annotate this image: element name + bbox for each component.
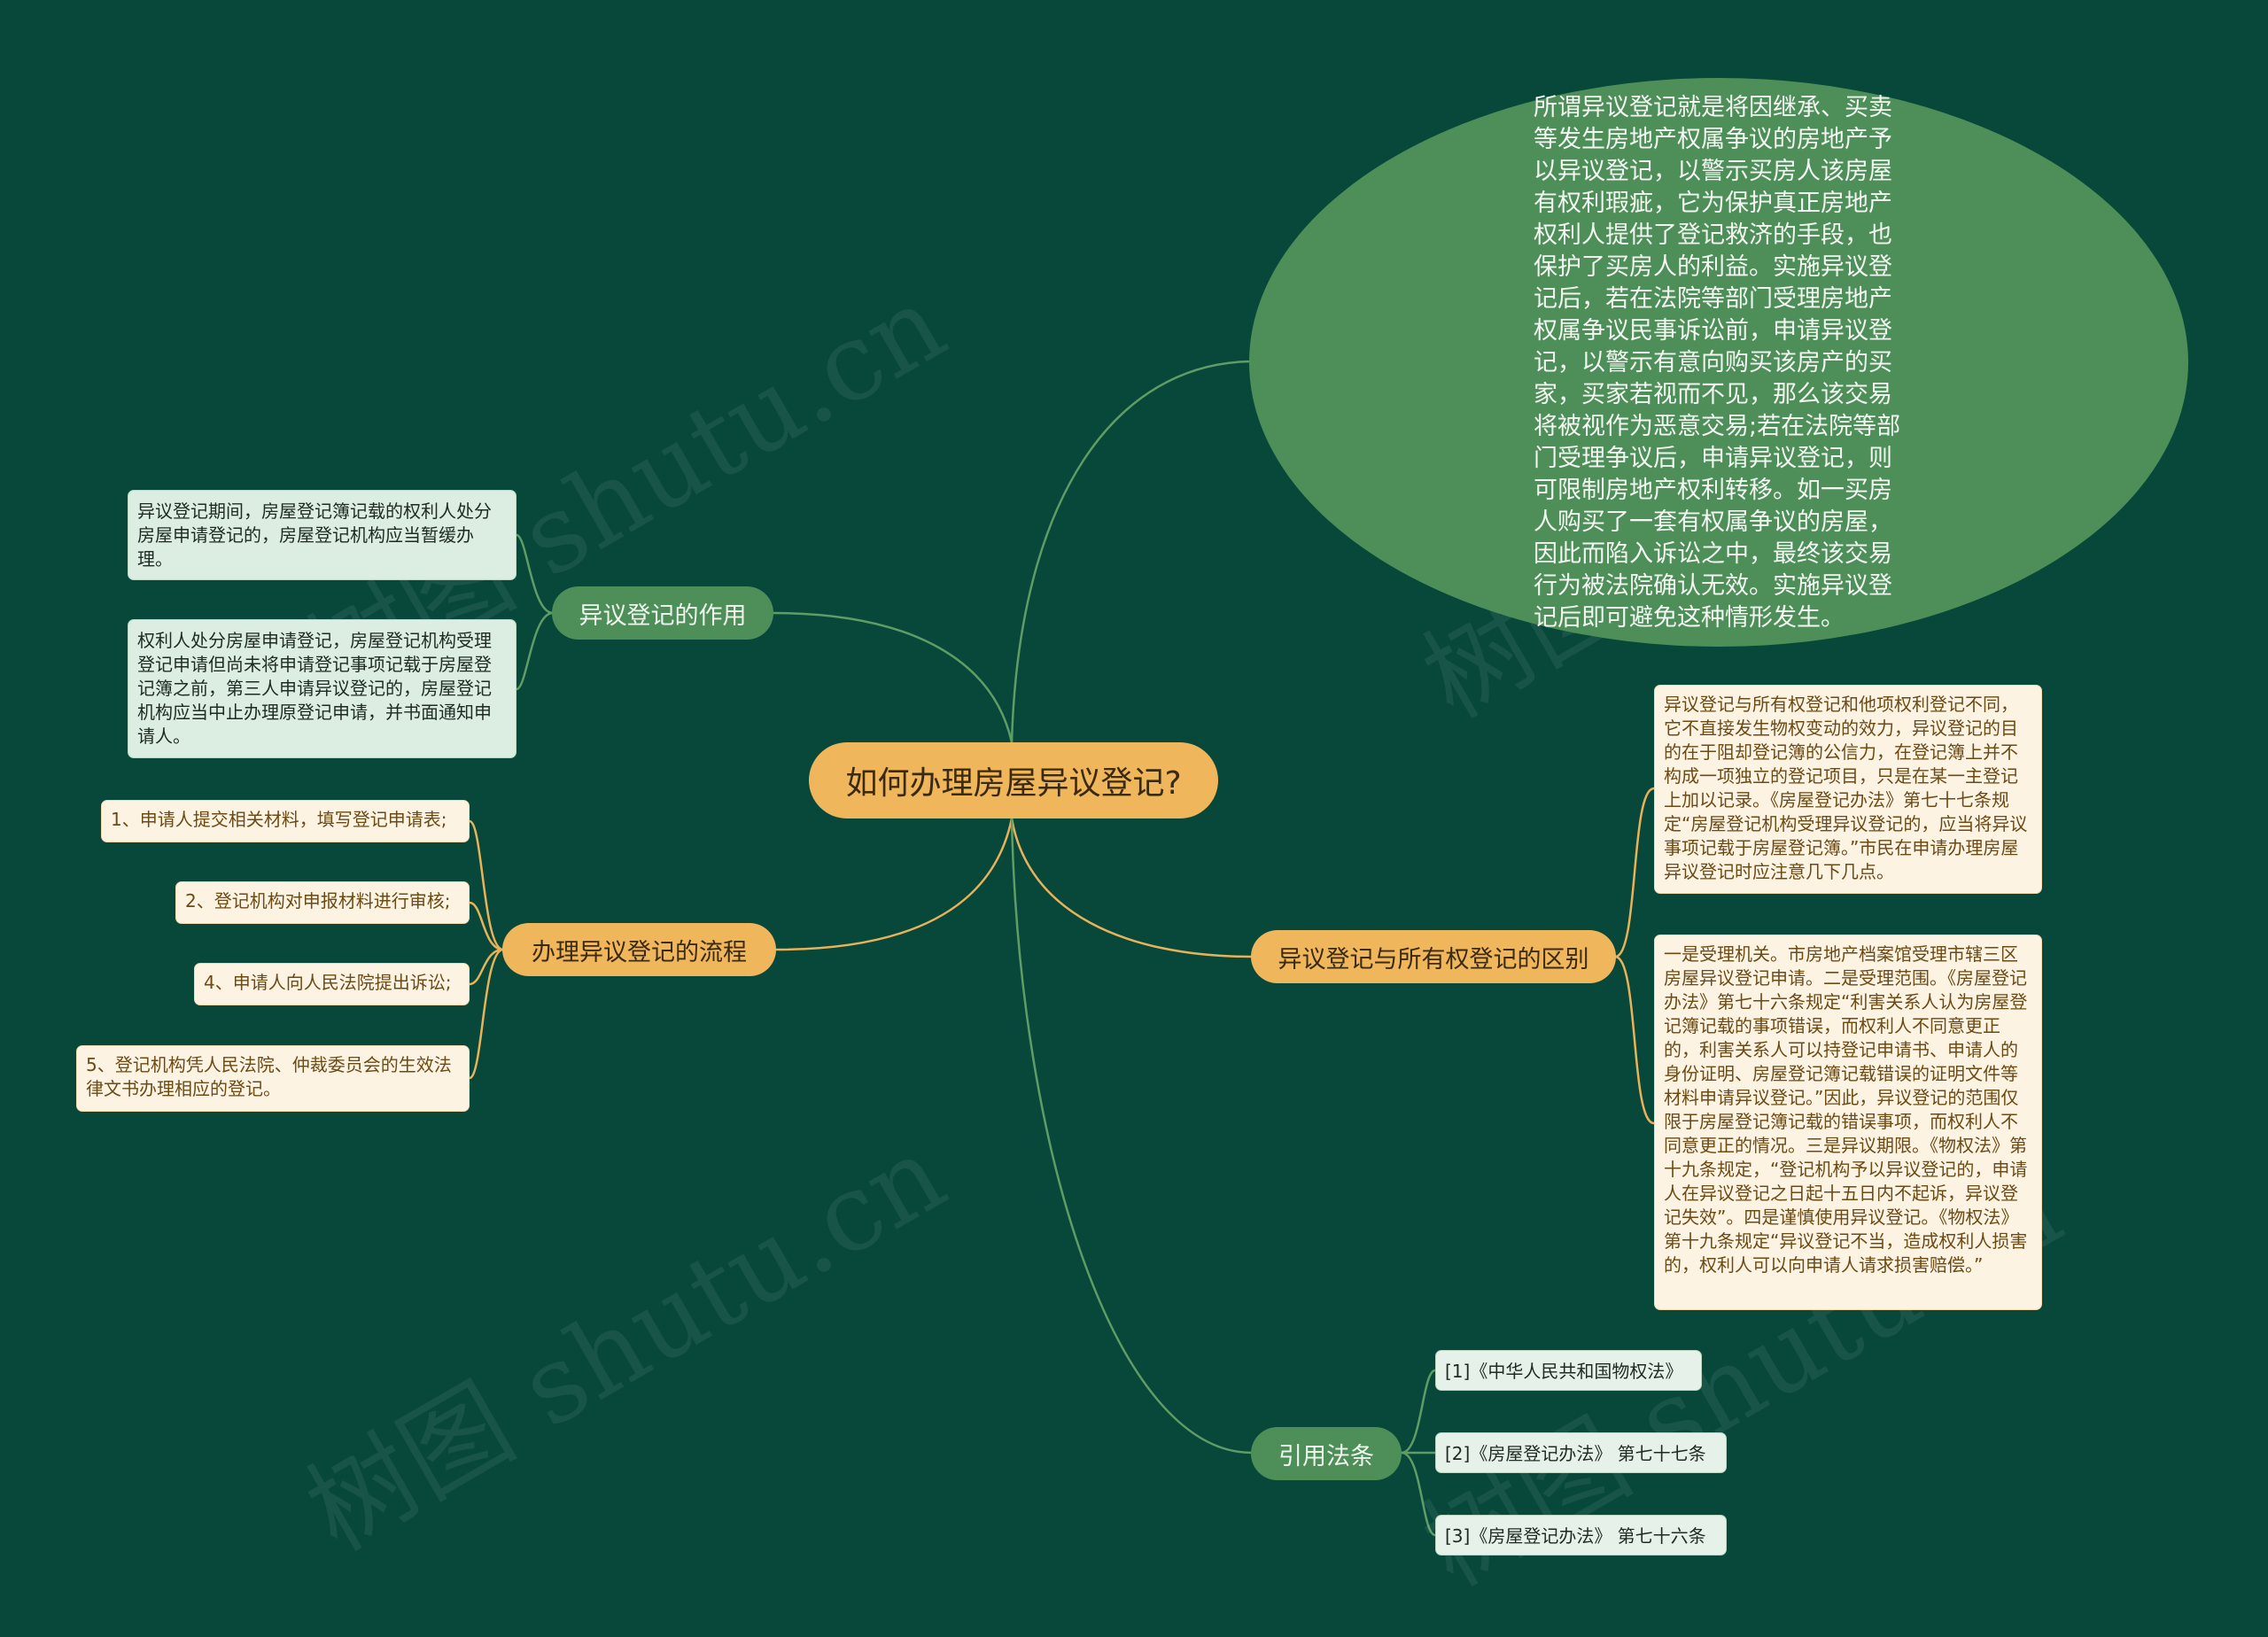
link-role-item2 [516, 611, 554, 691]
link-difference-item2 [1614, 955, 1655, 1125]
difference-item-2[interactable]: 一是受理机关。市房地产档案馆受理市辖三区房屋异议登记申请。二是受理范围。《房屋登… [1654, 935, 2042, 1310]
link-process-item3 [469, 948, 504, 986]
link-root-process [775, 818, 1014, 951]
branch-laws[interactable]: 引用法条 [1251, 1427, 1402, 1480]
branch-role[interactable]: 异议登记的作用 [552, 586, 773, 640]
link-laws-item3 [1401, 1451, 1436, 1537]
link-process-item4 [469, 948, 504, 1080]
branch-process[interactable]: 办理异议登记的流程 [502, 923, 776, 976]
law-item-1[interactable]: [1]《中华人民共和国物权法》 [1435, 1350, 1702, 1391]
process-item-1[interactable]: 1、申请人提交相关材料，填写登记申请表; [101, 800, 470, 842]
link-root-laws [1010, 818, 1253, 1455]
root-topic[interactable]: 如何办理房屋异议登记? [809, 742, 1218, 818]
law-item-3[interactable]: [3]《房屋登记办法》 第七十六条 [1435, 1515, 1727, 1556]
process-item-2[interactable]: 2、登记机构对申报材料进行审核; [175, 881, 470, 924]
process-item-3[interactable]: 4、申请人向人民法院提出诉讼; [194, 963, 470, 1005]
link-root-difference [1010, 818, 1253, 958]
link-root-definition [1010, 360, 1252, 743]
link-process-item2 [469, 901, 504, 951]
difference-item-1[interactable]: 异议登记与所有权登记和他项权利登记不同，它不直接发生物权变动的效力，异议登记的目… [1654, 685, 2042, 894]
branch-difference[interactable]: 异议登记与所有权登记的区别 [1251, 930, 1616, 983]
link-role-item1 [516, 533, 554, 615]
law-item-2[interactable]: [2]《房屋登记办法》 第七十七条 [1435, 1432, 1727, 1473]
role-item-1[interactable]: 异议登记期间，房屋登记簿记载的权利人处分房屋申请登记的，房屋登记机构应当暂缓办理… [128, 490, 517, 580]
role-item-2[interactable]: 权利人处分房屋申请登记，房屋登记机构受理登记申请但尚未将申请登记事项记载于房屋登… [128, 619, 517, 758]
link-process-item1 [469, 819, 504, 951]
definition-bubble[interactable] [1249, 78, 2188, 647]
link-difference-item1 [1614, 787, 1655, 958]
process-item-4[interactable]: 5、登记机构凭人民法院、仲裁委员会的生效法律文书办理相应的登记。 [76, 1045, 470, 1112]
link-root-role [773, 611, 1014, 743]
link-laws-item1 [1401, 1369, 1436, 1455]
definition-text: 所谓异议登记就是将因继承、买卖 等发生房地产权属争议的房地产予 以异议登记，以警… [1534, 94, 1901, 632]
